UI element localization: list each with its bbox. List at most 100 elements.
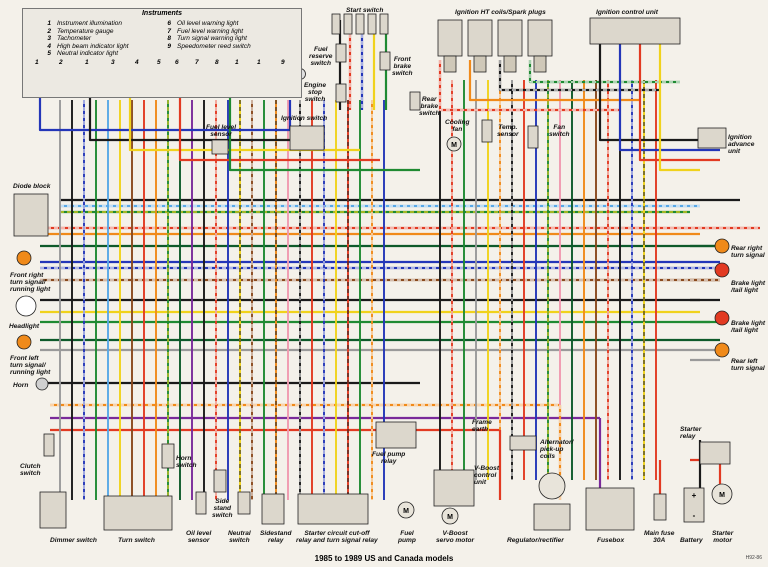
- wire-black: [598, 40, 720, 142]
- starter-motor-m: M: [719, 492, 725, 499]
- label-fuel-pump: Fuel pump: [398, 530, 416, 545]
- fusebox: [585, 487, 635, 531]
- label-frame-earth: Frame earth: [472, 419, 492, 434]
- label-regulator-rectifier: Regulator/rectifier: [507, 537, 564, 544]
- main-fuse: [653, 493, 667, 521]
- ignition-coil: [437, 19, 463, 57]
- wire-yellow: [658, 40, 700, 172]
- cooling-fan-m: M: [451, 142, 457, 149]
- instruments-title: Instruments: [141, 10, 183, 17]
- label-front-left-turn: Front left turn signal/ running light: [10, 355, 51, 377]
- vboost-servo-m: M: [447, 514, 453, 521]
- battery: [683, 487, 705, 523]
- starter-motor: [711, 483, 733, 505]
- bulb-number: 8: [215, 59, 219, 66]
- clutch-switch: [43, 433, 55, 457]
- vboost-servo-motor: [441, 507, 459, 525]
- fan-switch: [527, 125, 539, 149]
- regulator-rectifier: [533, 503, 571, 531]
- label-front-right-turn: Front right turn signal/ running light: [10, 272, 51, 294]
- side-stand-switch: [213, 469, 227, 493]
- label-ignition-advance-unit: Ignition advance unit: [728, 134, 755, 156]
- label-starter-motor: Starter motor: [712, 530, 734, 545]
- wire-harness: [38, 20, 760, 510]
- turn-switch-body: [103, 495, 173, 531]
- label-vboost-control-unit: V-Boost control unit: [474, 465, 500, 487]
- wire-yellow: [128, 80, 360, 152]
- alternator-connector: [509, 435, 537, 451]
- label-diode-block: Diode block: [13, 183, 51, 190]
- fuel-reserve-switch: [335, 43, 347, 63]
- label-fuel-reserve-switch: Fuel reserve switch: [309, 46, 333, 68]
- front-brake-switch: [379, 51, 391, 71]
- label-brake-tail-1: Brake light /tail light: [731, 280, 766, 295]
- wire-stripe: [529, 60, 680, 83]
- temp-sensor: [481, 119, 493, 143]
- label-brake-tail-2: Brake light /tail light: [731, 320, 766, 335]
- rear-left-turn-lamp: [714, 342, 730, 358]
- bulb-number: 9: [281, 59, 285, 66]
- fuel-pump-motor: [397, 501, 415, 519]
- label-headlight: Headlight: [9, 323, 40, 330]
- engine-stop-switch: [335, 83, 347, 103]
- front-left-turn-lamp: [16, 334, 32, 350]
- start-switch-terminal: [331, 13, 341, 35]
- neutral-switch: [237, 491, 251, 515]
- bulb-number: 1: [85, 59, 89, 66]
- spark-plug-cap: [533, 55, 547, 73]
- label-rear-right-turn: Rear right turn signal: [731, 245, 765, 260]
- fuel-level-sensor: [211, 139, 229, 155]
- diagram-caption: 1985 to 1989 US and Canada models: [314, 554, 454, 563]
- label-sidestand-relay: Sidestand relay: [260, 530, 292, 545]
- ignition-coil: [467, 19, 493, 57]
- ignition-coil: [497, 19, 523, 57]
- label-start-switch: Start switch: [346, 7, 384, 14]
- label-rear-left-turn: Rear left turn signal: [731, 358, 765, 373]
- bulb-number: 7: [195, 59, 199, 66]
- fuel-pump-relay: [375, 421, 417, 449]
- label-dimmer-switch: Dimmer switch: [50, 537, 97, 544]
- wire-green: [228, 80, 420, 172]
- spark-plug-cap: [503, 55, 517, 73]
- headlight-lamp: [15, 295, 37, 317]
- bulb-number: 2: [59, 59, 63, 66]
- label-horn-switch: Horn switch: [176, 455, 197, 470]
- oil-level-sensor: [195, 491, 207, 515]
- horn: [35, 377, 49, 391]
- rear-brake-switch: [409, 91, 421, 111]
- ignition-advance-unit: [697, 127, 727, 149]
- figure-code: H92-86: [745, 555, 762, 561]
- cooling-fan-motor: [446, 136, 462, 152]
- label-fuel-pump-relay: Fuel pump relay: [372, 451, 406, 466]
- ignition-coil: [527, 19, 553, 57]
- spark-plug-cap: [473, 55, 487, 73]
- bulb-number: 3: [111, 59, 115, 66]
- label-neutral-switch: Neutral switch: [228, 530, 251, 545]
- label-ignition-ht-coils: Ignition HT coils/Spark plugs: [455, 9, 546, 16]
- label-front-brake-switch: Front brake switch: [392, 56, 413, 78]
- battery-minus: -: [693, 511, 696, 520]
- label-rear-brake-switch: Rear brake switch: [419, 96, 440, 118]
- label-fan-switch: Fan switch: [549, 124, 570, 139]
- label-ignition-control-unit: Ignition control unit: [596, 9, 658, 16]
- battery-plus: +: [692, 491, 697, 500]
- diode-block: [13, 193, 49, 237]
- label-battery: Battery: [680, 537, 703, 544]
- bulb-number: 1: [35, 59, 39, 66]
- brake-tail-lamp-1: [714, 262, 730, 278]
- ignition-switch: [289, 125, 325, 151]
- bulb-number: 6: [175, 59, 179, 66]
- starter-cutoff-relay: [297, 493, 369, 525]
- alternator: [538, 472, 566, 500]
- wire-orange: [468, 60, 640, 102]
- label-cooling-fan: Cooling fan: [445, 119, 470, 134]
- label-main-fuse: Main fuse 30A: [644, 530, 675, 545]
